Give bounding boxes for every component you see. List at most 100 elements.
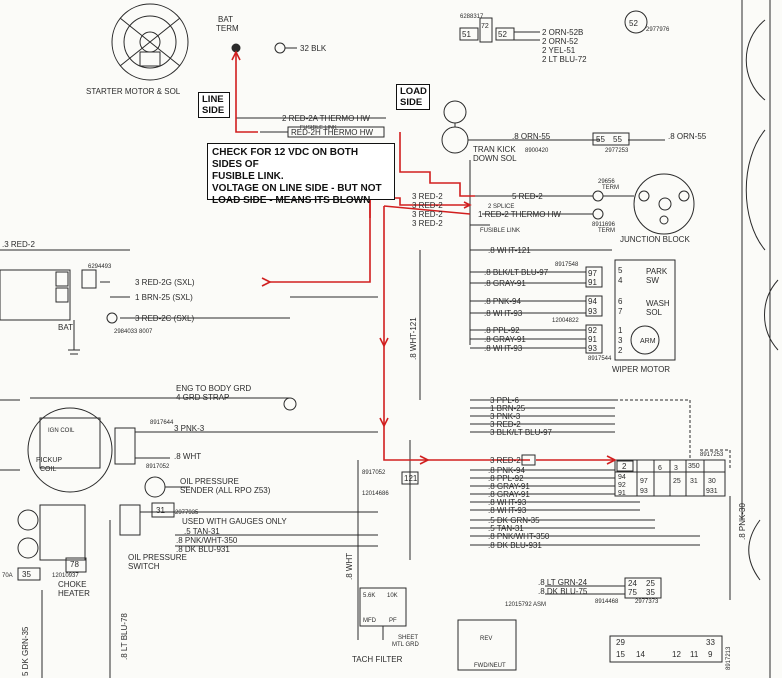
bottom-num-29: 29 [616, 638, 625, 647]
tach-val-2: 10K [387, 593, 398, 599]
wiper-pin-3: 3 [618, 336, 623, 345]
tran-kick-solenoid [441, 126, 469, 154]
bottom-num-14: 14 [636, 650, 645, 659]
oil-sender-label-1: OIL PRESSURE [180, 477, 239, 486]
line-side-text-1: LINE [202, 94, 224, 105]
bundle2-2: .8 PPL-92 [488, 474, 524, 483]
conn-pin-25: 25 [673, 478, 681, 485]
sheet-mtl-2: MTL GRD [392, 642, 419, 648]
tran-kick-label-2: DOWN SOL [473, 154, 517, 163]
pn-8917253: 8917253 [700, 452, 724, 458]
lt-blu-78-label: .8 LT BLU-78 [120, 613, 129, 660]
park-sw-label-1: PARK [646, 267, 668, 276]
pickup-coil-label-1: PICKUP [36, 457, 62, 464]
red-2-5-label: 5 RED-2 [512, 192, 543, 201]
brn-25-label: 1 BRN-25 (SXL) [135, 293, 193, 302]
ign-coil-label: IGN COIL [48, 428, 75, 434]
c91-b: 91 [588, 335, 597, 344]
choke-heater-label-1: CHOKE [58, 580, 86, 589]
load-side-text-1: LOAD [400, 86, 427, 97]
tran-kick-label-1: TRAN KICK [473, 145, 516, 154]
oil-sender-label-2: SENDER (ALL RPO Z53) [180, 486, 271, 495]
wash-sol-label-2: SOL [646, 308, 663, 317]
orn-52-label: 2 ORN-52 [542, 37, 579, 46]
conn-pin-2: 2 [622, 462, 627, 471]
bundle2-1: .8 PNK-94 [488, 466, 525, 475]
c25: 25 [646, 579, 655, 588]
pn-6294493: 6294493 [88, 264, 112, 270]
conn-pin-30: 30 [708, 478, 716, 485]
red-2g-label: 3 RED-2G (SXL) [135, 278, 195, 287]
pn-70a: 70A [2, 573, 13, 579]
pn-2977253-a: 2977253 [605, 148, 629, 154]
wiper-pin-1: 1 [618, 326, 623, 335]
pnk-94-label: .8 PNK-94 [484, 297, 521, 306]
c31: 31 [156, 506, 165, 515]
wht-93-a-label: .8 WHT-93 [484, 309, 523, 318]
c78: 78 [70, 560, 79, 569]
bundle-5: 3 BLK/LT BLU-97 [490, 428, 553, 437]
conn-pin-3: 3 [674, 465, 678, 472]
bundle2-6: .8 WHT-93 [488, 506, 527, 515]
red-2a-label: 2 RED-2A THERMO HW [282, 114, 370, 123]
wiper-motor-label: WIPER MOTOR [612, 365, 670, 374]
grn-35-label: 5 DK GRN-35 [21, 626, 30, 676]
bundle2-3: .8 GRAY-91 [488, 482, 530, 491]
note-line-1: CHECK FOR 12 VDC ON BOTH SIDES OF [212, 147, 359, 170]
c35b: 35 [646, 588, 655, 597]
pn-29656: 29656 [598, 179, 615, 185]
pickup-coil-label-2: COIL [40, 466, 56, 473]
fusible-small-label: FUSIBLE LINK [300, 125, 337, 131]
pn-8917052-a: 8917052 [146, 464, 170, 470]
park-sw-label-2: SW [646, 276, 659, 285]
conn-pin-93: 93 [640, 488, 648, 495]
red-fusible-link-circuit [231, 50, 617, 465]
red2-main-label: 3 RED-2 [490, 456, 521, 465]
red-2-left-label: .3 RED-2 [2, 240, 35, 249]
pn-2977935: 2977935 [175, 510, 199, 516]
arm-label: ARM [640, 338, 656, 345]
c72: 72 [481, 23, 489, 30]
ignition-distributor [27, 407, 113, 493]
dk-blu-label: .8 DK BLU-931 [176, 545, 230, 554]
c24: 24 [628, 579, 637, 588]
bundle2-4: .8 GRAY-91 [488, 490, 530, 499]
junction-block-label: JUNCTION BLOCK [620, 235, 690, 244]
pn-8917544: 8917544 [588, 356, 612, 362]
red2-main-box [521, 454, 536, 466]
pn-2977373: 2977373 [635, 599, 659, 605]
red-2h-box [287, 126, 385, 138]
load-side-callout: LOAD SIDE [396, 84, 430, 110]
load-side-text-2: SIDE [400, 97, 423, 108]
junction-block [633, 173, 695, 235]
battery-box [0, 269, 71, 321]
bundle-4: 3 RED-2 [490, 420, 521, 429]
pn-8917213: 8917213 [726, 646, 732, 670]
dk-blu-75-label: .8 DK BLU-75 [538, 587, 588, 596]
lt-grn-label: .8 LT GRN-24 [538, 578, 588, 587]
gray-91-a-label: .8 GRAY-91 [484, 279, 526, 288]
red2-row-3: 3 RED-2 [412, 210, 443, 219]
line-side-text-2: SIDE [202, 105, 225, 116]
red-2-thermo-label: 1 RED-2 THERMO HW [478, 210, 561, 219]
bundle-3: 3 PNK-3 [490, 412, 521, 421]
wht-8-label: .8 WHT [174, 452, 201, 461]
starter-motor-drawing [111, 3, 189, 81]
splice-label: 2 SPLICE [488, 204, 514, 210]
red2-row-4: 3 RED-2 [412, 219, 443, 228]
c51: 51 [462, 30, 471, 39]
note-line-2: FUSIBLE LINK. [212, 171, 284, 182]
wht-8-vert-label: .8 WHT [345, 553, 354, 580]
eng-gnd-label-1: ENG TO BODY GRD [176, 384, 251, 393]
conn-pin-92: 92 [618, 482, 626, 489]
ppl-92-label: .8 PPL-92 [484, 326, 520, 335]
wht-121-label: .8 WHT-121 [488, 246, 531, 255]
note-line-3: VOLTAGE ON LINE SIDE - BUT NOT [212, 183, 382, 194]
orn-52b-label: 2 ORN-52B [542, 28, 583, 37]
bottom-num-12: 12 [672, 650, 681, 659]
fwd-neut-label: FWD/NEUT [474, 663, 506, 669]
term-a: TERM [602, 185, 619, 191]
c97: 97 [588, 269, 597, 278]
fusible-link-label: FUSIBLE LINK [480, 228, 520, 234]
